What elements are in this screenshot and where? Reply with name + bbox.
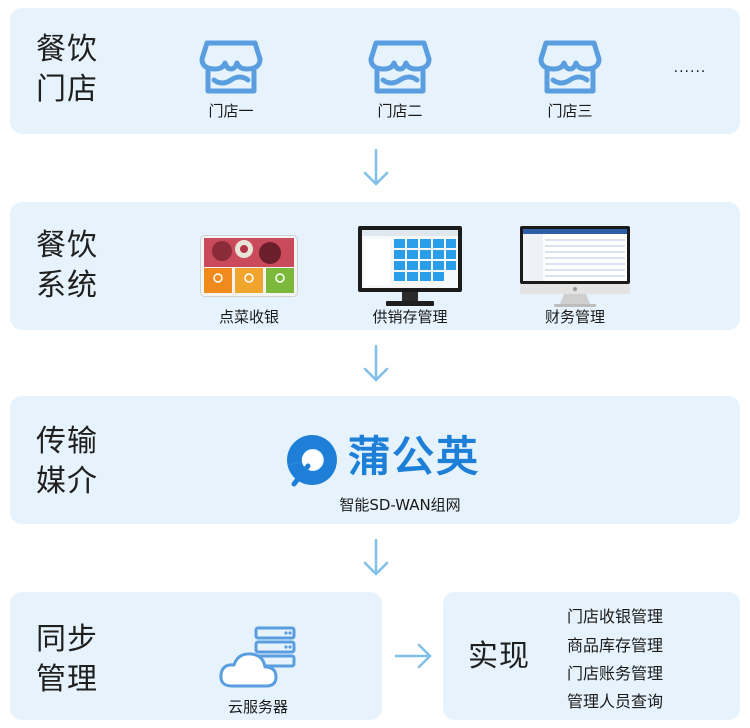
media-title-line1: 传输 (36, 424, 98, 459)
server-label: 云服务器 (227, 698, 288, 716)
media-panel (10, 396, 740, 524)
system-label-2: 供销存管理 (372, 308, 448, 326)
sync-title: 同步 管理 (36, 620, 98, 700)
arrow-down-icon (363, 538, 389, 576)
arrow-down-icon (363, 344, 389, 382)
sync-title-line1: 同步 (36, 622, 98, 657)
media-title: 传输 媒介 (36, 422, 98, 502)
feature-item-2: 商品库存管理 (567, 636, 664, 655)
store-icon-2 (368, 40, 432, 94)
arrow-right-icon (394, 643, 432, 669)
store-label-1: 门店一 (208, 102, 254, 120)
system-title-line1: 餐饮 (36, 228, 98, 263)
inventory-monitor-image (358, 226, 462, 306)
system-label-3: 财务管理 (544, 308, 605, 326)
feature-item-1: 门店收银管理 (567, 607, 664, 626)
brand-name: 蒲公英 (348, 432, 481, 481)
stores-title-line2: 门店 (36, 72, 98, 107)
sync-panel (10, 592, 382, 720)
result-panel (443, 592, 740, 720)
store-icon-3 (538, 40, 602, 94)
result-title: 实现 (468, 639, 530, 674)
media-title-line2: 媒介 (36, 464, 98, 499)
sync-title-line2: 管理 (36, 662, 98, 697)
dandelion-logo-icon (286, 435, 337, 487)
system-title: 餐饮 系统 (36, 226, 98, 306)
cloud-server-icon (219, 626, 296, 688)
finance-monitor-image (520, 226, 630, 307)
store-label-2: 门店二 (377, 102, 423, 120)
feature-item-3: 门店账务管理 (567, 664, 664, 683)
store-icon-1 (199, 40, 263, 94)
tablet-pos-image (200, 235, 298, 297)
store-label-3: 门店三 (547, 102, 593, 120)
feature-item-4: 管理人员查询 (567, 692, 664, 711)
system-label-1: 点菜收银 (218, 308, 279, 326)
brand-subtitle: 智能SD-WAN组网 (339, 496, 461, 514)
stores-title: 餐饮 门店 (36, 30, 98, 110)
arrow-down-icon (363, 148, 389, 186)
stores-title-line1: 餐饮 (36, 32, 98, 67)
stores-ellipsis: ...... (673, 60, 707, 76)
system-title-line2: 系统 (36, 268, 98, 303)
